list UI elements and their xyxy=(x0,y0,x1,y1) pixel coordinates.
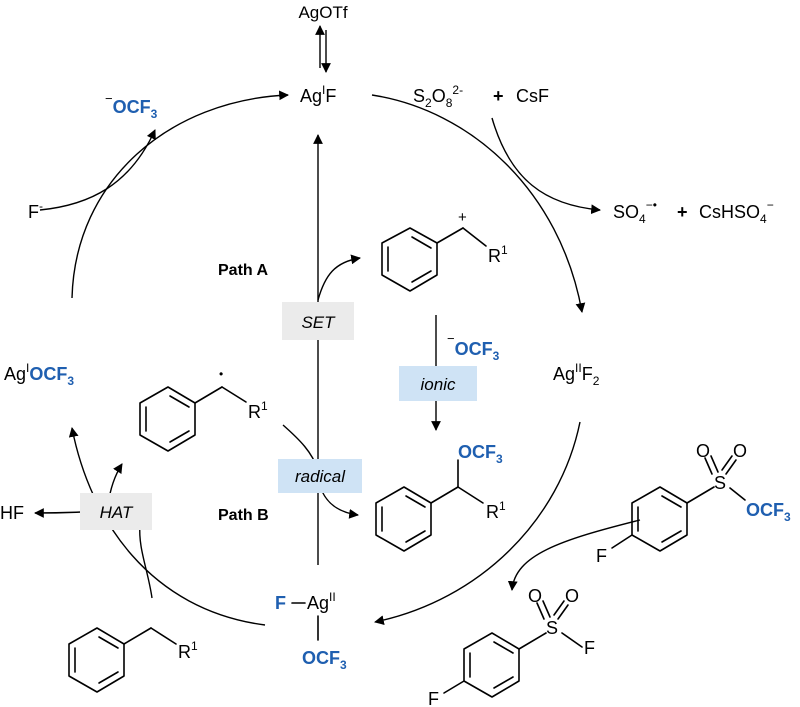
reagent-structure xyxy=(611,455,746,552)
ionic-ocf3-reagent: −OCF3 xyxy=(447,331,500,363)
sulfate-radical-species: SO4−• xyxy=(613,198,657,226)
substrate-structure xyxy=(68,627,177,693)
byproduct-sulfonyl-fluorine: F xyxy=(584,638,595,658)
byproduct-oxygen-2: O xyxy=(565,586,579,606)
substrate-in-arrow xyxy=(139,524,153,599)
plus-sign-1: + xyxy=(493,86,504,106)
cycle-arrow-hat xyxy=(68,427,266,626)
radical-box xyxy=(278,459,362,493)
product-ocf3-group: OCF3 xyxy=(458,442,503,466)
radical-dot: • xyxy=(219,367,223,381)
silver-fluoride-species: AgIF xyxy=(300,83,336,106)
reagent-sulfur: S xyxy=(714,473,726,493)
set-arrow xyxy=(317,254,361,301)
reagent-oxygen-1: O xyxy=(696,441,710,461)
hat-label: HAT xyxy=(100,503,134,522)
path-b-label: Path B xyxy=(218,507,269,524)
complex-ocf3: OCF3 xyxy=(302,648,347,672)
plus-sign-2: + xyxy=(677,202,688,222)
fluoride-exchange-side-arrow xyxy=(39,129,156,211)
hydrogen-fluoride-species: HF xyxy=(0,503,24,523)
byproduct-oxygen-1: O xyxy=(528,586,542,606)
agotf-species: AgOTf xyxy=(298,3,347,22)
product-structure xyxy=(375,459,484,552)
benzyl-radical-structure xyxy=(139,386,247,452)
byproduct-aryl-fluorine: F xyxy=(428,689,439,707)
benzyl-cation-structure xyxy=(381,227,487,292)
path-a-label: Path A xyxy=(218,262,269,279)
silver-difluoride-species: AgIIF2 xyxy=(553,361,600,388)
byproduct-structure xyxy=(443,600,583,698)
reagent-fluorine: F xyxy=(596,546,607,566)
fluoride-anion: F- xyxy=(28,199,43,222)
cycle-arrow-oxidation xyxy=(371,94,586,313)
radical-label: radical xyxy=(295,467,346,486)
ionic-label: ionic xyxy=(421,375,456,394)
cesium-bisulfate-species: CsHSO4− xyxy=(699,198,774,226)
radical-r1-group: R1 xyxy=(248,399,268,422)
substrate-r1-group: R1 xyxy=(178,639,198,662)
complex-silver: AgII xyxy=(307,590,336,613)
complex-fluorine: F xyxy=(275,593,286,613)
cesium-fluoride-species: CsF xyxy=(516,86,549,106)
ionic-box xyxy=(399,366,477,401)
persulfate-side-arrow xyxy=(491,117,601,215)
set-box xyxy=(282,302,354,340)
product-r1-group: R1 xyxy=(486,499,506,522)
hat-box xyxy=(80,493,152,530)
reagent-ocf3-group: OCF3 xyxy=(746,500,791,524)
byproduct-sulfur: S xyxy=(546,618,558,638)
set-label: SET xyxy=(301,313,336,332)
cation-plus-sign: + xyxy=(458,209,467,226)
reagent-oxygen-2: O xyxy=(733,441,747,461)
cycle-arrow-ligand-exchange xyxy=(374,421,581,625)
trifluoromethoxide-anion: −OCF3 xyxy=(105,91,158,121)
cation-r1-group: R1 xyxy=(488,243,508,266)
cycle-arrow-fluoride-exchange xyxy=(71,90,289,299)
reagent-side-arrow xyxy=(507,519,641,591)
silver-trifluoromethoxide-species: AgIOCF3 xyxy=(4,361,74,388)
persulfate-species: S2O82- xyxy=(413,83,463,110)
